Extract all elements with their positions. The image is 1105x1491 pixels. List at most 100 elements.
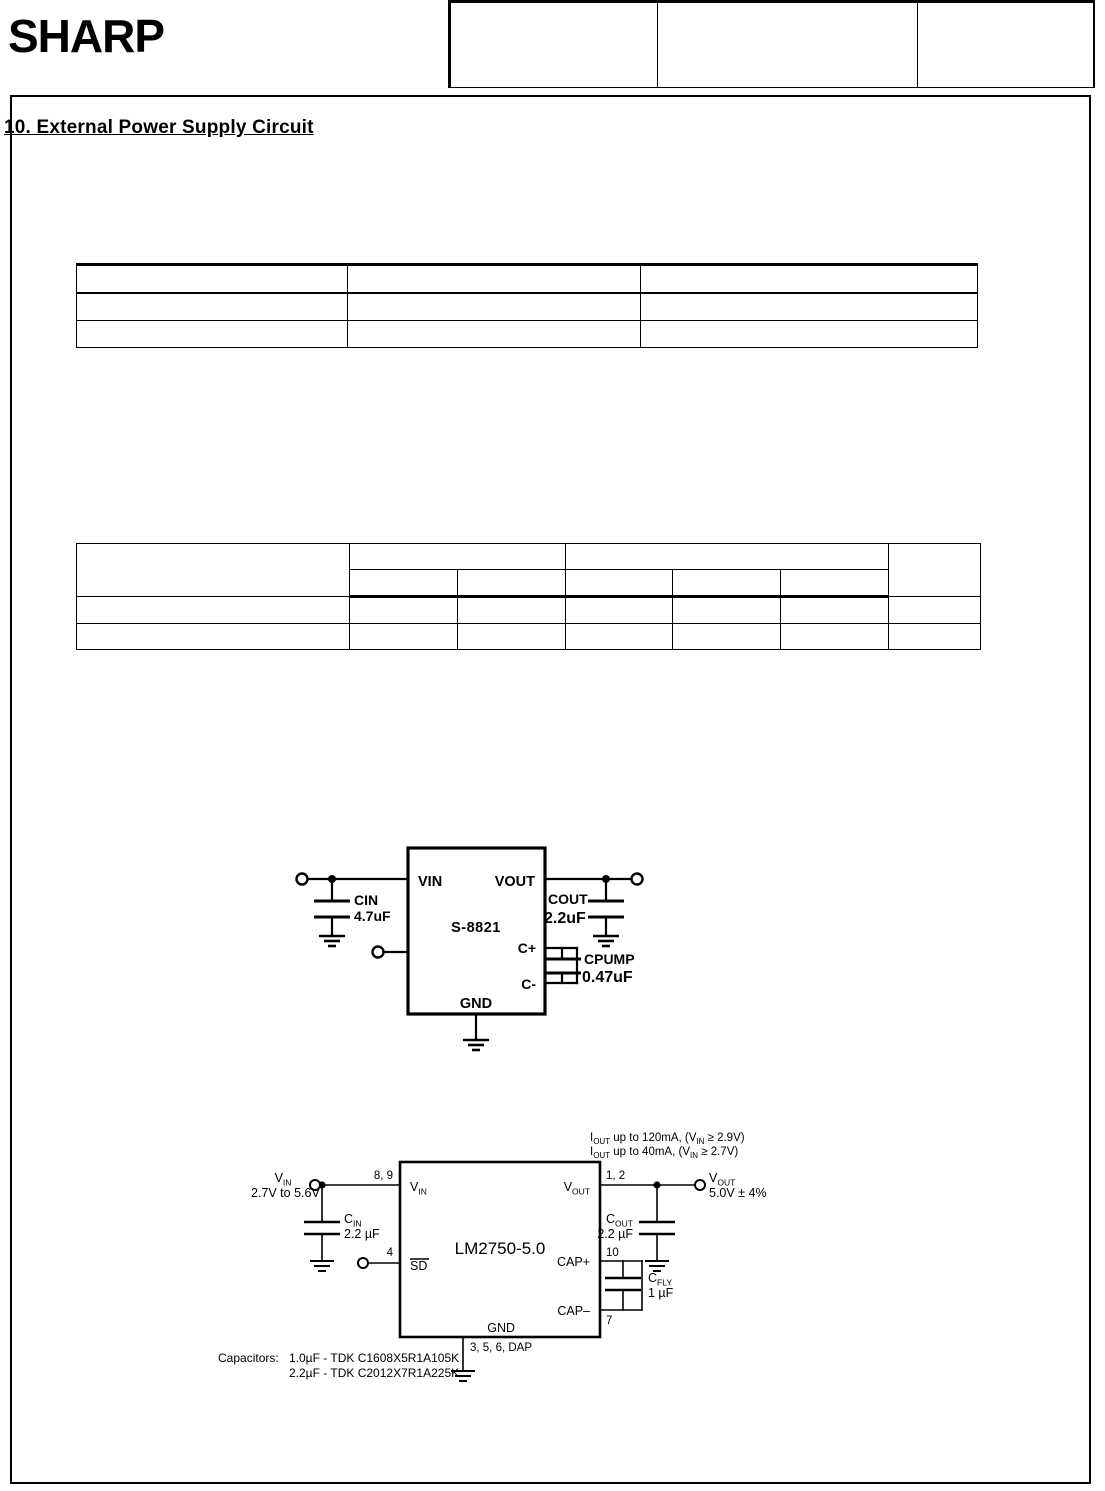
table-cell — [564, 569, 674, 598]
pin-label-vout: VOUT — [564, 1180, 590, 1197]
cin-capacitor — [314, 899, 350, 919]
lm2750-ic-body — [398, 1160, 602, 1339]
junction-dot-vout — [602, 875, 610, 883]
header-cell-1 — [448, 0, 658, 88]
figure-s8821-circuit: VIN VOUT S-8821 C+ C- GND CIN 4.7uF COUT… — [232, 832, 722, 1057]
table-cell — [76, 543, 350, 597]
junction-dot-vin — [328, 875, 336, 883]
table-cell — [347, 292, 641, 321]
ground-symbol-cout — [645, 1260, 669, 1272]
vout-label: VOUT — [709, 1171, 735, 1188]
capacitor-note-label: Capacitors: — [218, 1351, 279, 1365]
ic-part-label: S-8821 — [451, 920, 501, 936]
cpump-capacitor — [545, 957, 581, 975]
capacitor-note-line-1: 1.0µF - TDK C1608X5R1A105K — [289, 1351, 459, 1365]
table-cell — [76, 596, 350, 624]
table-cell — [349, 543, 566, 570]
table-cell — [888, 623, 981, 650]
table-cell — [780, 596, 889, 624]
table-cell — [672, 596, 782, 624]
ground-symbol-cin — [310, 1260, 334, 1272]
table-cell — [564, 543, 890, 570]
table-row — [76, 623, 981, 650]
table-cell — [672, 569, 782, 598]
cout-value: 2.2 µF — [597, 1227, 633, 1241]
cin-label: CIN — [344, 1212, 362, 1229]
pin-label-sd: SD — [410, 1259, 427, 1273]
ground-symbol-gnd — [451, 1370, 475, 1382]
cfly-value: 1 µF — [648, 1286, 674, 1300]
table-cell — [456, 596, 566, 624]
table-cell — [564, 596, 674, 624]
header-cell-2 — [656, 0, 918, 88]
ic-part-label: LM2750-5.0 — [455, 1239, 546, 1258]
terminal-vin — [295, 872, 309, 886]
document-header: SHARP — [0, 0, 1105, 90]
table-row — [76, 292, 978, 321]
pin-number-vin: 8, 9 — [374, 1170, 393, 1182]
table-cell — [640, 320, 978, 348]
table-cell — [780, 569, 889, 598]
cpump-label: CPUMP — [584, 951, 635, 967]
pin-label-gnd: GND — [487, 1321, 515, 1335]
vin-source-label: VIN — [275, 1171, 292, 1188]
iout-note-line-2: IOUT up to 40mA, (VIN ≥ 2.7V) — [590, 1146, 738, 1160]
table-row — [76, 543, 981, 597]
table-cell — [349, 596, 458, 624]
cin-value: 4.7uF — [354, 908, 391, 924]
table-cell — [640, 263, 978, 294]
cout-label: COUT — [606, 1212, 633, 1229]
vin-range-label: 2.7V to 5.6V — [251, 1186, 320, 1200]
header-cell-3 — [916, 0, 1095, 88]
cout-capacitor — [639, 1220, 675, 1236]
terminal-vin — [309, 1179, 321, 1191]
ground-symbol-gnd — [463, 1038, 489, 1052]
pin-number-vout: 1, 2 — [606, 1170, 625, 1182]
capacitor-note-line-2: 2.2µF - TDK C2012X7R1A225K — [289, 1366, 459, 1380]
ground-symbol-cin — [319, 934, 345, 948]
table-cell — [76, 263, 348, 294]
cpump-value: 0.47uF — [582, 969, 633, 986]
pin-number-gnd: 3, 5, 6, DAP — [470, 1342, 532, 1354]
terminal-vout — [630, 872, 644, 886]
table-cell — [349, 569, 458, 598]
table-cell — [76, 292, 348, 321]
header-info-table — [448, 0, 1095, 88]
cout-value: 2.2uF — [544, 910, 586, 927]
iout-note-line-1: IOUT up to 120mA, (VIN ≥ 2.9V) — [590, 1132, 745, 1146]
section-title-text: External Power Supply Circuit — [36, 117, 314, 138]
cfly-capacitor — [605, 1276, 641, 1292]
table-cell — [888, 543, 981, 597]
cin-label: CIN — [354, 892, 378, 908]
s8821-ic-body — [406, 846, 547, 1016]
page-title: 10. External Power Supply Circuit — [4, 117, 314, 139]
table-cell — [456, 569, 566, 598]
table-cell — [76, 623, 350, 650]
cin-capacitor — [304, 1220, 340, 1236]
table-cell — [888, 596, 981, 624]
pin-number-sd: 4 — [387, 1247, 394, 1259]
cout-label: COUT — [548, 891, 588, 907]
table-cell — [456, 623, 566, 650]
cout-capacitor — [588, 899, 624, 919]
table-row — [76, 320, 978, 348]
figure-lm2750-circuit: VIN VOUT LM2750-5.0 SD CAP+ CAP– GND 8, … — [205, 1125, 785, 1400]
table-row — [448, 0, 1095, 88]
table-row — [77, 569, 981, 598]
table-row — [76, 263, 978, 294]
table-cell — [672, 623, 782, 650]
lm2750-schematic-svg: VIN VOUT LM2750-5.0 SD CAP+ CAP– GND 8, … — [218, 1132, 767, 1382]
pin-label-capminus: CAP– — [557, 1304, 590, 1318]
pin-label-vin: VIN — [418, 874, 442, 890]
table-cell — [347, 320, 641, 348]
table-cell — [564, 623, 674, 650]
pin-number-capplus: 10 — [606, 1247, 619, 1259]
junction-dot-vout — [653, 1181, 661, 1189]
page-body-frame — [10, 95, 1091, 1484]
pin-label-vin: VIN — [410, 1180, 427, 1197]
table-cell — [347, 263, 641, 294]
table-cell — [640, 292, 978, 321]
table-cell — [349, 623, 458, 650]
spec-table-two — [76, 543, 981, 650]
